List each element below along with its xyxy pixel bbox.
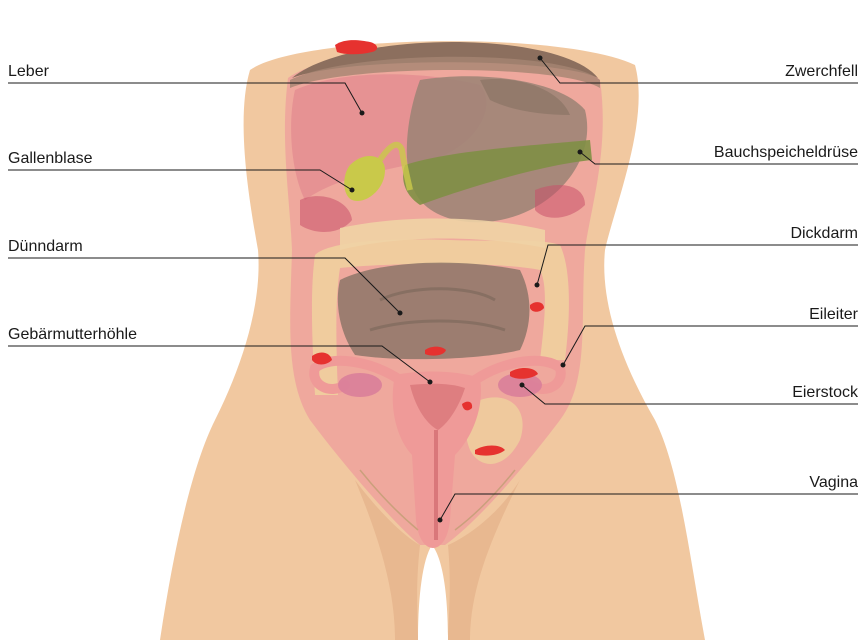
label-leber: Leber	[8, 63, 50, 80]
left-ovary	[338, 373, 382, 397]
label-zwerchfell: Zwerchfell	[785, 63, 858, 80]
label-eierstock: Eierstock	[792, 384, 859, 401]
label-dickdarm: Dickdarm	[790, 225, 858, 242]
label-bauchspeicheldruese: Bauchspeicheldrüse	[714, 144, 858, 161]
small-intestine	[338, 263, 530, 360]
label-vagina: Vagina	[809, 474, 858, 491]
label-gallenblase: Gallenblase	[8, 150, 93, 167]
label-eileiter: Eileiter	[809, 306, 859, 323]
label-duenndarm: Dünndarm	[8, 238, 83, 255]
lesion-diaphragm	[335, 40, 377, 54]
label-gebaermutterhoehle: Gebärmutterhöhle	[8, 326, 137, 343]
